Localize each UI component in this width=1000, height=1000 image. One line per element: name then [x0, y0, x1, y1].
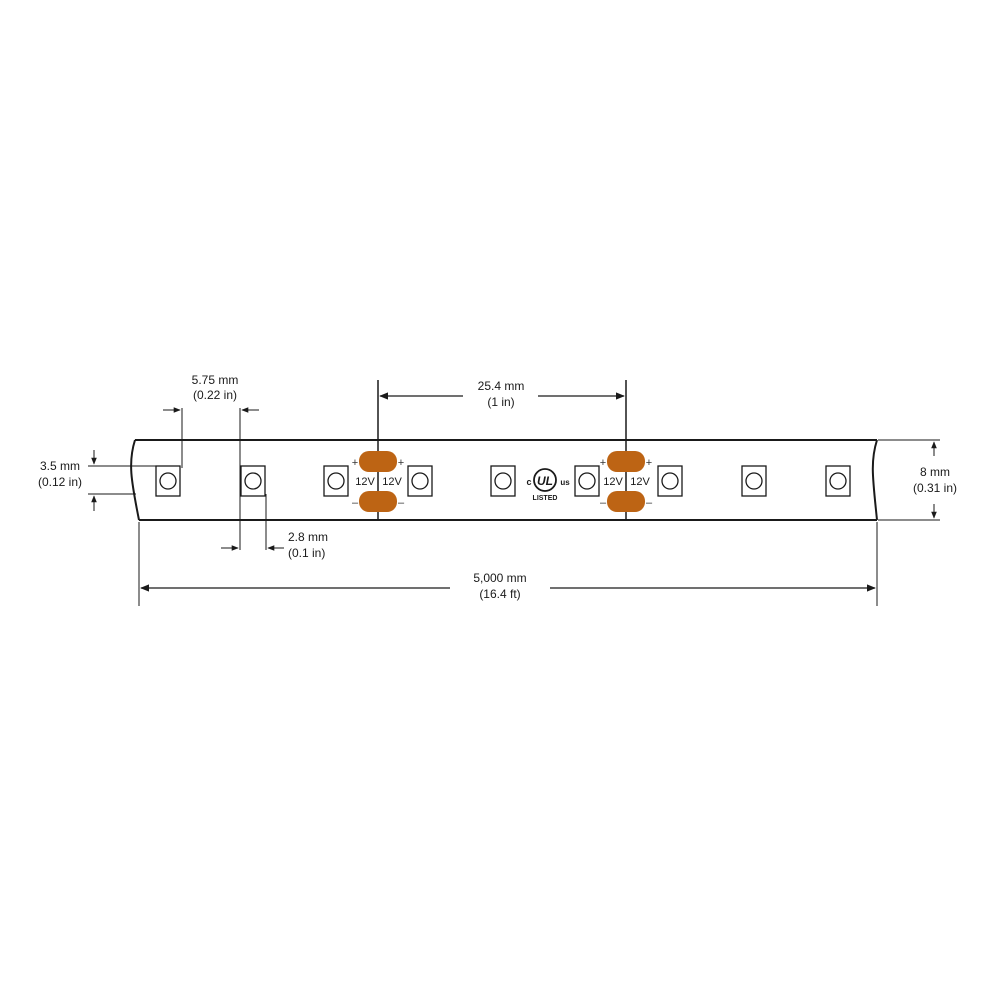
- led-size-metric: 2.8 mm: [288, 530, 328, 544]
- ul-us-text: us: [560, 478, 570, 487]
- plus-sign-left: +: [352, 457, 358, 469]
- voltage-label-left: 12V: [603, 476, 623, 488]
- solder-pad-positive: [607, 451, 645, 472]
- ul-c-text: c: [526, 477, 531, 487]
- plus-sign-right: +: [646, 457, 652, 469]
- dimension-strip-width: [878, 439, 940, 521]
- strip-right-break: [871, 439, 878, 521]
- solder-pad-positive: [359, 451, 397, 472]
- voltage-label-right: 12V: [382, 476, 402, 488]
- cut-point-1: + + – – 12V 12V: [352, 380, 405, 520]
- led-lens: [244, 472, 262, 490]
- total-length-imperial: (16.4 ft): [479, 587, 520, 601]
- led-lens: [829, 472, 847, 490]
- led-lens: [661, 472, 679, 490]
- voltage-label-right: 12V: [630, 476, 650, 488]
- strip-width-metric: 8 mm: [920, 465, 950, 479]
- dimension-total-length: [138, 522, 878, 606]
- ul-listed-mark: UL c us LISTED: [526, 468, 570, 502]
- dimension-led-spacing: [163, 407, 259, 550]
- cut-interval-metric: 25.4 mm: [478, 379, 525, 393]
- led-spacing-metric: 5.75 mm: [192, 373, 239, 387]
- led-lens: [494, 472, 512, 490]
- dimension-led-height: [88, 450, 168, 511]
- minus-sign-right: –: [646, 497, 653, 509]
- strip-left-break: [130, 439, 140, 521]
- solder-pad-negative: [359, 491, 397, 512]
- led-lens: [327, 472, 345, 490]
- total-length-metric: 5,000 mm: [473, 571, 526, 585]
- minus-sign-left: –: [600, 497, 607, 509]
- strip-body: [130, 439, 878, 521]
- solder-pad-negative: [607, 491, 645, 512]
- strip-width-imperial: (0.31 in): [913, 481, 957, 495]
- ul-text: UL: [537, 474, 553, 488]
- led-lens: [411, 472, 429, 490]
- voltage-label-left: 12V: [355, 476, 375, 488]
- led-lens: [159, 472, 177, 490]
- dimension-led-size: [221, 494, 284, 551]
- plus-sign-left: +: [600, 457, 606, 469]
- minus-sign-left: –: [352, 497, 359, 509]
- led-spacing-imperial: (0.22 in): [193, 388, 237, 402]
- led-lens: [745, 472, 763, 490]
- ul-listed-text: LISTED: [533, 495, 558, 502]
- cut-point-2: + + – – 12V 12V: [600, 380, 653, 520]
- led-height-imperial: (0.12 in): [38, 475, 82, 489]
- minus-sign-right: –: [398, 497, 405, 509]
- plus-sign-right: +: [398, 457, 404, 469]
- led-size-imperial: (0.1 in): [288, 546, 325, 560]
- cut-interval-imperial: (1 in): [487, 395, 514, 409]
- led-height-metric: 3.5 mm: [40, 459, 80, 473]
- led-group: [155, 465, 851, 497]
- led-lens: [578, 472, 596, 490]
- ul-logo-icon: [533, 468, 557, 492]
